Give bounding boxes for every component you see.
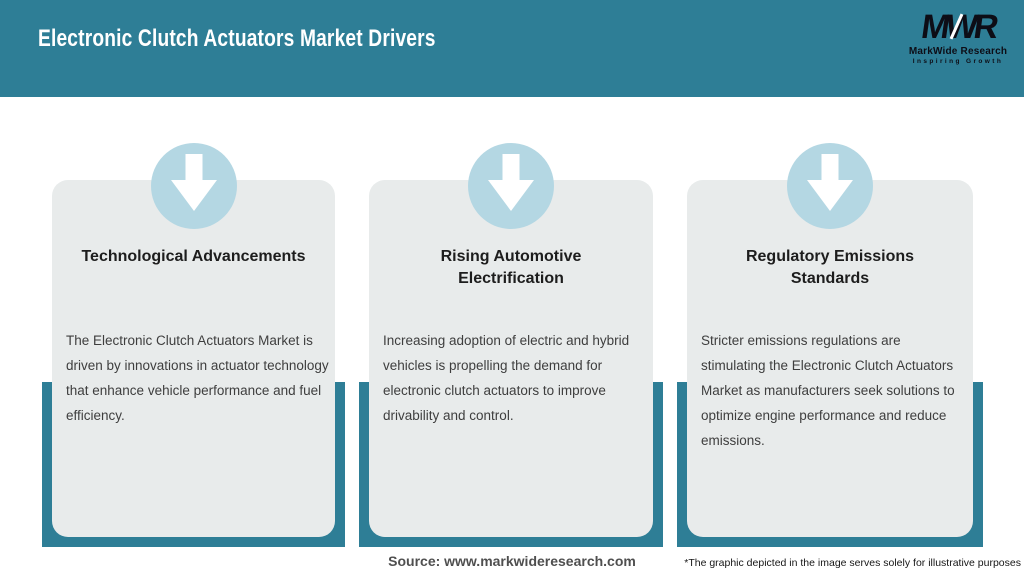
arrow-down-icon [807, 154, 853, 211]
arrow-circle [468, 143, 554, 229]
mwr-monogram-icon: MWR [918, 8, 998, 46]
logo-company-name: MarkWide Research [908, 46, 1008, 57]
card-description: Stricter emissions regulations are stimu… [701, 333, 955, 448]
driver-column-1: Technological Advancements The Electroni… [42, 143, 345, 547]
card-title: Rising Automotive Electrification [440, 248, 582, 287]
driver-card-2: Rising Automotive Electrification Increa… [369, 180, 653, 537]
driver-column-3: Regulatory Emissions Standards Stricter … [677, 143, 983, 547]
arrow-down-icon [170, 154, 217, 211]
page-title: Electronic Clutch Actuators Market Drive… [38, 25, 436, 52]
driver-card-1: Technological Advancements The Electroni… [52, 180, 335, 537]
disclaimer-text: *The graphic depicted in the image serve… [684, 557, 1021, 569]
header-bar: Electronic Clutch Actuators Market Drive… [0, 0, 1024, 97]
card-description: Increasing adoption of electric and hybr… [383, 333, 630, 423]
driver-card-3: Regulatory Emissions Standards Stricter … [687, 180, 973, 537]
driver-column-2: Rising Automotive Electrification Increa… [359, 143, 663, 547]
arrow-circle [787, 143, 873, 229]
source-text: Source: www.markwideresearch.com [388, 553, 636, 569]
card-title: Technological Advancements [81, 248, 306, 265]
arrow-circle [150, 143, 237, 229]
logo-tagline: Inspiring Growth [912, 58, 1004, 65]
card-description: The Electronic Clutch Actuators Market i… [66, 333, 329, 423]
markwide-research-logo: MWR MarkWide Research Inspiring Growth [908, 8, 1008, 66]
card-title: Regulatory Emissions Standards [745, 248, 915, 287]
arrow-down-icon [488, 154, 534, 211]
